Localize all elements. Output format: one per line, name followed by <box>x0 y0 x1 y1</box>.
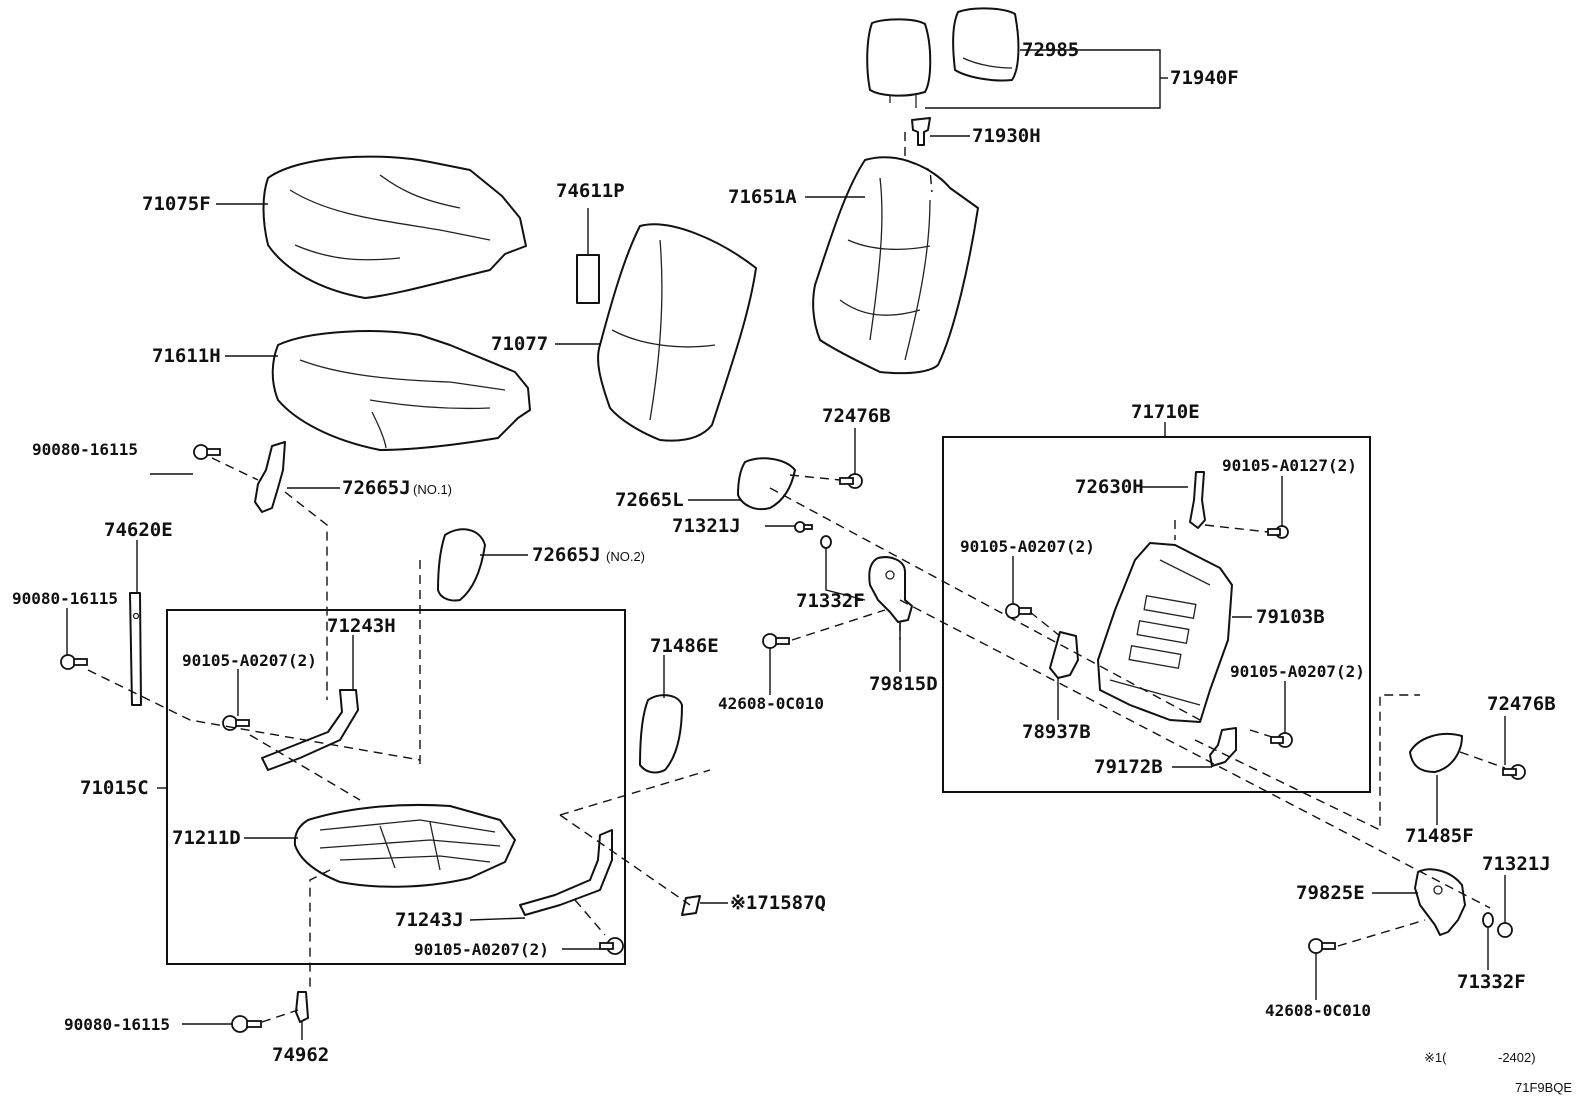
label-71243J: 71243J <box>395 909 464 931</box>
label-71015C: 71015C <box>80 777 149 799</box>
bracket-74620E <box>129 592 142 706</box>
label-72665J-no2: 72665J <box>532 544 601 566</box>
washer-71332F-right <box>1482 912 1494 928</box>
label-71486E: 71486E <box>650 635 719 657</box>
footnote-marker: ※1( <box>1424 1050 1447 1065</box>
seatback-cover-71651A <box>812 156 979 375</box>
cover-72665L <box>737 457 796 511</box>
bolt-42608-right <box>1308 938 1336 954</box>
label-90080-16115-bottom: 90080-16115 <box>64 1015 170 1034</box>
label-71077: 71077 <box>491 333 548 355</box>
cover-71486E <box>639 694 683 774</box>
label-90105-A0127: 90105-A0127(2) <box>1222 456 1357 475</box>
washer-71332F-upper <box>820 535 832 549</box>
label-72665J-no1: 72665J <box>342 477 411 499</box>
label-79172B: 79172B <box>1094 756 1163 778</box>
frame-71243J <box>519 829 613 916</box>
label-90105-A0207-back-left: 90105-A0207(2) <box>960 537 1095 556</box>
pin-71321J-upper <box>794 521 813 533</box>
bolt-90105-A0207-seat-left <box>222 715 250 731</box>
bracket-72630H <box>1189 471 1206 529</box>
bracket-79172B <box>1209 727 1237 767</box>
assembly-box-71015C <box>166 609 626 965</box>
side-cover-72665J-no2 <box>437 528 486 602</box>
part-labels: 72985 71940F 71930H 71651A 71075F 74611P… <box>12 39 1556 1066</box>
label-71930H: 71930H <box>972 125 1041 147</box>
label-71211D: 71211D <box>172 827 241 849</box>
label-90105-A0207-back-right: 90105-A0207(2) <box>1230 662 1365 681</box>
headrest-71940F <box>866 7 1020 108</box>
cushion-pad-71611H <box>271 330 531 451</box>
cover-71485F <box>1409 733 1463 773</box>
bolt-90080-left <box>60 654 88 670</box>
label-74611P: 74611P <box>556 180 625 202</box>
label-90105-A0207-seat-right: 90105-A0207(2) <box>414 940 549 959</box>
label-71710E: 71710E <box>1131 401 1200 423</box>
label-71611H: 71611H <box>152 345 221 367</box>
assembly-dashed-lines <box>87 132 1506 1023</box>
illustration-code: 71F9BQE <box>1515 1080 1572 1095</box>
cushion-cover-71075F <box>262 155 527 299</box>
frame-71243H <box>261 689 359 771</box>
label-71075F: 71075F <box>142 193 211 215</box>
label-72985: 72985 <box>1022 39 1079 61</box>
hinge-79825E <box>1414 868 1466 936</box>
label-72476B-upper: 72476B <box>822 405 891 427</box>
bolt-90080-upper <box>193 444 221 460</box>
label-71332F-upper: 71332F <box>796 590 865 612</box>
bolt-90080-bottom <box>231 1015 262 1033</box>
label-79815D: 79815D <box>869 673 938 695</box>
headrest-guide-71930H <box>911 117 931 146</box>
label-71321J-upper: 71321J <box>672 515 741 537</box>
label-72665L: 72665L <box>615 489 684 511</box>
label-71321J-right: 71321J <box>1482 853 1551 875</box>
bolt-90105-A0127 <box>1267 525 1289 539</box>
pin-71321J-right <box>1497 922 1513 938</box>
label-90080-16115-left: 90080-16115 <box>12 589 118 608</box>
bolt-72476B-upper <box>839 473 863 489</box>
label-72665J-no2-note: (NO.2) <box>606 549 645 564</box>
label-72630H: 72630H <box>1075 476 1144 498</box>
label-79825E: 79825E <box>1296 882 1365 904</box>
footnote-range: -2402) <box>1498 1050 1536 1065</box>
label-72665J-no1-note: (NO.1) <box>413 482 452 497</box>
bolt-72476B-right <box>1502 764 1526 780</box>
clip-74962 <box>295 991 309 1023</box>
label-74620E: 74620E <box>104 519 173 541</box>
label-171587Q: ※171587Q <box>730 892 826 914</box>
label-90080-16115-upper: 90080-16115 <box>32 440 138 459</box>
assembly-box-71710E <box>942 436 1371 793</box>
bolt-90105-A0207-back-right <box>1270 732 1293 748</box>
label-71332F-right: 71332F <box>1457 971 1526 993</box>
label-42608-0C010-upper: 42608-0C010 <box>718 694 824 713</box>
label-42608-0C010-right: 42608-0C010 <box>1265 1001 1371 1020</box>
label-71243H: 71243H <box>327 615 396 637</box>
label-71940F: 71940F <box>1170 67 1239 89</box>
bolt-90105-A0207-back-left <box>1005 603 1032 619</box>
tag-171587Q <box>681 895 701 916</box>
label-72476B-right: 72476B <box>1487 693 1556 715</box>
bolt-90105-A0207-seat-right <box>599 937 624 955</box>
label-79103B: 79103B <box>1256 606 1325 628</box>
seatback-frame-79103B <box>1097 542 1233 723</box>
label-78937B: 78937B <box>1022 721 1091 743</box>
bolt-42608-upper <box>762 633 790 649</box>
side-cover-72665J-no1 <box>254 441 286 513</box>
label-71651A: 71651A <box>728 186 797 208</box>
bracket-78937B <box>1049 631 1079 679</box>
seatback-pad-71077 <box>597 223 757 442</box>
seat-frame-71211D <box>293 803 516 888</box>
label-71485F: 71485F <box>1405 825 1474 847</box>
label-sheet-74611P <box>576 254 600 304</box>
label-90105-A0207-seat-left: 90105-A0207(2) <box>182 651 317 670</box>
label-74962: 74962 <box>272 1044 329 1066</box>
hinge-79815D <box>868 556 913 623</box>
leader-lines <box>66 49 1506 1040</box>
